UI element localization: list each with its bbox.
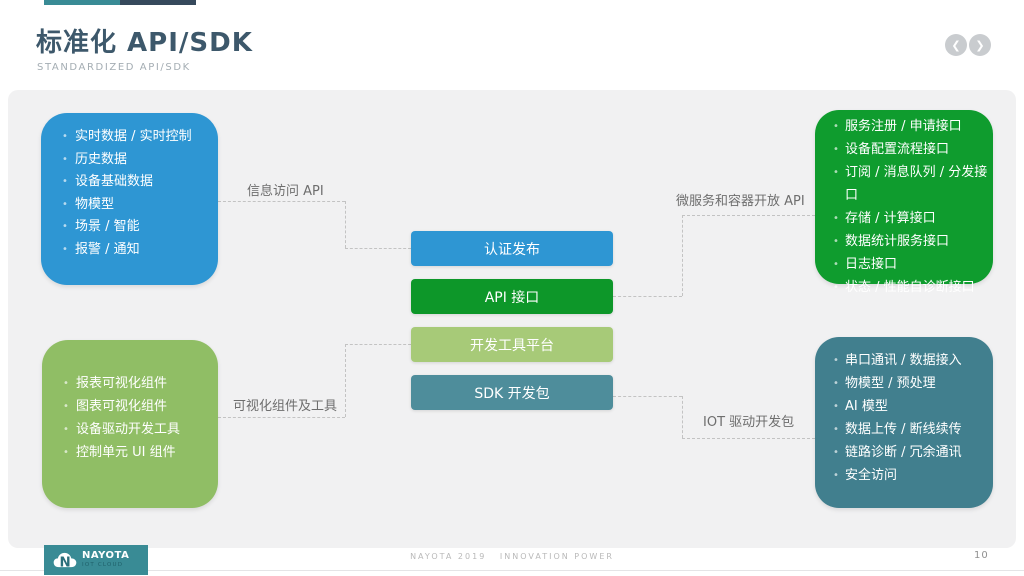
page-title: 标准化 API/SDK [36, 28, 253, 58]
visual-components-list: 报表可视化组件图表可视化组件设备驱动开发工具控制单元 UI 组件 [42, 340, 218, 464]
service-interface-list: 服务注册 / 申请接口设备配置流程接口订阅 / 消息队列 / 分发接口存储 / … [815, 110, 993, 299]
svg-text:N: N [60, 555, 71, 570]
connector-line [682, 438, 815, 439]
realtime-data-box: 实时数据 / 实时控制历史数据设备基础数据物模型场景 / 智能报警 / 通知 [41, 113, 218, 285]
connector-line [682, 215, 683, 296]
top-accent-bar-navy [120, 0, 196, 5]
cloud-logo-icon: N [53, 552, 77, 570]
auth-publish-button: 认证发布 [411, 231, 613, 266]
dev-tools-platform-button: 开发工具平台 [411, 327, 613, 362]
list-item: 链路诊断 / 冗余通讯 [833, 441, 987, 464]
list-item: 图表可视化组件 [63, 395, 198, 418]
service-interface-box: 服务注册 / 申请接口设备配置流程接口订阅 / 消息队列 / 分发接口存储 / … [815, 110, 993, 299]
connector-line [345, 344, 411, 345]
list-item: 控制单元 UI 组件 [63, 441, 198, 464]
list-item: 场景 / 智能 [62, 216, 192, 239]
list-item: 实时数据 / 实时控制 [62, 126, 192, 149]
list-item: 报表可视化组件 [63, 372, 198, 395]
list-item: 报警 / 通知 [62, 239, 192, 262]
page-subtitle: STANDARDIZED API/SDK [37, 62, 191, 73]
iot-driver-list: 串口通讯 / 数据接入物模型 / 预处理AI 模型数据上传 / 断线续传链路诊断… [815, 337, 993, 487]
realtime-data-list: 实时数据 / 实时控制历史数据设备基础数据物模型场景 / 智能报警 / 通知 [41, 113, 218, 261]
list-item: 订阅 / 消息队列 / 分发接口 [833, 161, 993, 207]
connector-label-visual-components: 可视化组件及工具 [233, 399, 338, 414]
list-item: 物模型 / 预处理 [833, 372, 987, 395]
list-item: 设备配置流程接口 [833, 138, 993, 161]
list-item: 存储 / 计算接口 [833, 207, 993, 230]
chevron-left-icon: ❮ [951, 38, 961, 52]
page-number: 10 [974, 550, 989, 561]
connector-line [345, 201, 346, 248]
list-item: 安全访问 [833, 464, 987, 487]
list-item: 数据上传 / 断线续传 [833, 418, 987, 441]
connector-line [613, 296, 682, 297]
list-item: 状态 / 性能自诊断接口 [833, 276, 993, 299]
sdk-package-button: SDK 开发包 [411, 375, 613, 410]
connector-line [218, 201, 345, 202]
connector-line [682, 396, 683, 438]
visual-components-box: 报表可视化组件图表可视化组件设备驱动开发工具控制单元 UI 组件 [42, 340, 218, 508]
connector-line [345, 248, 411, 249]
logo-name: NAYOTA [82, 550, 130, 562]
list-item: 日志接口 [833, 253, 993, 276]
footer-divider [0, 570, 1024, 571]
chevron-right-icon: ❯ [975, 38, 985, 52]
list-item: 物模型 [62, 194, 192, 217]
connector-line [682, 215, 815, 216]
list-item: 串口通讯 / 数据接入 [833, 349, 987, 372]
list-item: 数据统计服务接口 [833, 230, 993, 253]
top-accent-bar-teal [44, 0, 120, 5]
iot-driver-box: 串口通讯 / 数据接入物模型 / 预处理AI 模型数据上传 / 断线续传链路诊断… [815, 337, 993, 508]
connector-label-microservice-api: 微服务和容器开放 API [676, 194, 805, 209]
connector-label-iot-driver-package: IOT 驱动开发包 [703, 415, 795, 430]
logo-subtitle: IOT CLOUD [82, 562, 124, 569]
next-slide-button[interactable]: ❯ [969, 34, 991, 56]
list-item: 历史数据 [62, 149, 192, 172]
api-interface-button: API 接口 [411, 279, 613, 314]
prev-slide-button[interactable]: ❮ [945, 34, 967, 56]
list-item: 服务注册 / 申请接口 [833, 115, 993, 138]
footer-credit: NAYOTA 2019 INNOVATION POWER [410, 552, 614, 561]
list-item: 设备驱动开发工具 [63, 418, 198, 441]
list-item: AI 模型 [833, 395, 987, 418]
connector-line [218, 417, 345, 418]
list-item: 设备基础数据 [62, 171, 192, 194]
connector-line [345, 344, 346, 417]
connector-label-info-access-api: 信息访问 API [247, 184, 324, 199]
connector-line [613, 396, 682, 397]
company-logo: N NAYOTA IOT CLOUD [44, 545, 148, 575]
